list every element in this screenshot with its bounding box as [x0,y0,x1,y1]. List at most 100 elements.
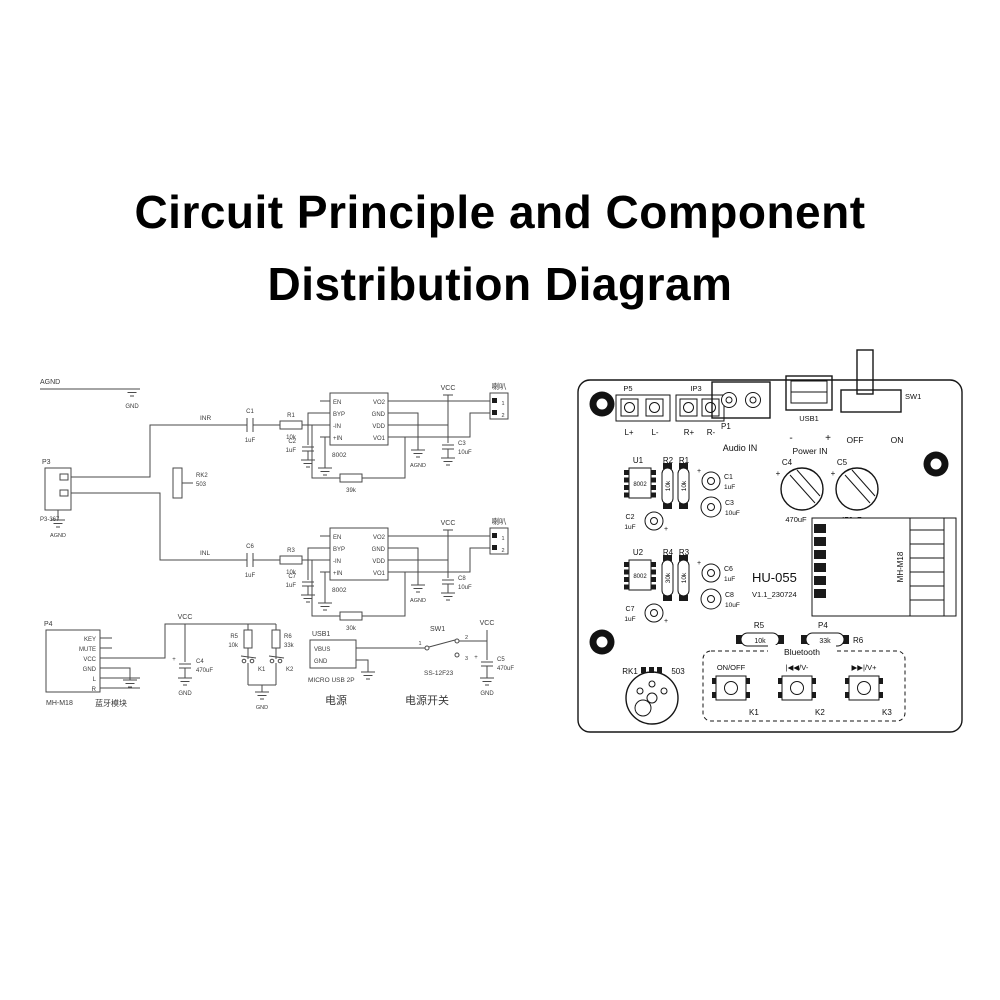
r3-symbol [279,555,303,565]
c6-value: 1uF [724,576,735,583]
btn-onoff-label: ON/OFF [717,663,746,672]
vcc2: VCC [441,520,456,527]
c5s-value: 470uF [497,666,514,672]
circuit-schematic: AGND GND P3 P3-367 AGND RK2 503 INR INL [40,379,514,711]
bluetooth-module-schematic: P4 KEY MUTE VCC GND L R MH-M18 蓝牙模块 [44,621,185,708]
bt-pin-r: R [92,687,97,693]
u1-cluster: U1 8002 R2 R1 10k 10k + C1 1uF C3 10uF C… [624,456,740,533]
k3-label: K3 [882,708,892,717]
off-label: OFF [847,435,864,445]
vcc-bt: VCC [178,614,193,621]
c6-plus: + [697,560,701,567]
r6s-ref: R6 [284,634,292,640]
r1-symbol [279,420,303,430]
rk1-label: RK1 [622,667,638,676]
usb1-label: USB1 [799,414,819,423]
c5-label: C5 [837,458,848,467]
r6-value: 33k [819,638,831,645]
c7-value: 1uF [286,583,297,589]
c6-value: 1uF [245,573,256,579]
power-in-label: Power IN [793,446,828,456]
k2s-label: K2 [286,667,294,673]
speaker2-label: 喇叭 [492,516,507,526]
c2-value: 1uF [624,524,635,531]
bt-power-cap: VCC GND + C4 470uF [172,614,276,697]
c7-plus: + [664,618,668,625]
btn-prev-vol-label: |◀◀/V- [786,663,809,672]
mounting-hole-bottom-left [589,629,615,655]
pot-symbol [172,467,183,499]
power-plus: + [825,433,831,444]
amp2-pin-byp: BYP [333,547,345,553]
c8-value: 10uF [725,602,740,609]
rk1-value: 503 [671,667,685,676]
c3-ref: C3 [458,441,466,447]
speaker2-pin2: 2 [501,548,504,554]
bt-part: MH-M18 [46,700,73,707]
c4s-value: 470uF [196,668,213,674]
p5-label: P5 [623,384,632,393]
c4s-ref: C4 [196,659,204,665]
bt-pin-gnd: GND [83,667,97,673]
title-line2: Distribution Diagram [268,258,733,310]
version-label: V1.1_230724 [752,590,797,599]
rfb1-value: 39k [346,488,357,494]
usb-schematic: USB1 VBUS GND MICRO USB 2P 电源 [308,631,425,707]
bluetooth-label: Bluetooth [784,647,820,657]
c3-value: 10uF [725,510,740,517]
c5s-ref: C5 [497,657,505,663]
amp1-pin-en: EN [333,400,341,406]
amp2-pin-vo2: VO2 [373,535,386,541]
c7-value: 1uF [624,616,635,623]
c2-value: 1uF [286,448,297,454]
jack-ref: P3 [42,459,51,466]
sw-part: SS-12F23 [424,670,454,677]
rfb2-value: 30k [346,626,357,632]
k1s-label: K1 [258,667,266,673]
c1-value: 1uF [724,484,735,491]
module-part-label: MH-M18 [896,551,905,582]
c8-label: C8 [725,592,734,599]
audio-in-jack: P1 Audio IN [711,381,771,453]
volume-pot: RK1 503 [622,667,685,725]
gnd-bt: GND [178,691,192,697]
pot-ref: RK2 [196,473,208,479]
lminus-label: L- [651,428,658,437]
usb-power-connector: USB1 - + Power IN [785,375,833,456]
r4-label: R4 [663,548,674,557]
r2-label: R2 [663,456,674,465]
on-label: ON [891,435,904,445]
amp2-pin-gnd: GND [372,547,386,553]
r6-label: R6 [853,636,864,645]
c6-label: C6 [724,566,733,573]
pcb-layout: P5 IP3 L+ L- R+ R- P1 Audio IN USB1 [577,349,963,733]
c5s-plus: + [474,655,478,661]
p4-label: P4 [818,621,828,630]
mounting-hole-top-left [589,391,615,417]
mounting-hole-right [923,451,949,477]
u1-chip [628,467,652,499]
power-switch-schematic: SW1 1 2 3 VCC GND + C5 470uF SS-12F23 电源… [405,620,514,707]
c1-plus: + [697,468,701,475]
bt-body [45,629,101,693]
usb-ref: USB1 [312,631,330,638]
lplus-label: L+ [624,428,633,437]
speaker2-connector [489,527,509,555]
speaker-output-connectors: P5 IP3 L+ L- R+ R- [615,384,725,437]
c4-label: C4 [782,458,793,467]
amp-channel-1: C1 1uF R1 10k EN BYP -IN +IN VO2 GND VDD… [245,381,509,494]
bt-name-cn: 蓝牙模块 [95,698,127,708]
resistor-row: R5 10k 33k R6 [736,621,864,647]
amp1-pin-vo1: VO1 [373,436,386,442]
speaker1-connector [489,392,509,420]
jack-part: P3-367 [40,517,60,523]
u2-chip [628,559,652,591]
amp2-pin-vdd: VDD [372,559,385,565]
input-nets: RK2 503 INR INL [71,415,247,561]
net-label-gnd: GND [125,404,139,410]
bt-pin-mute: MUTE [79,647,96,653]
net-inr: INR [200,415,212,422]
vcc1: VCC [441,385,456,392]
board-model: HU-055 V1.1_230724 [752,570,797,599]
